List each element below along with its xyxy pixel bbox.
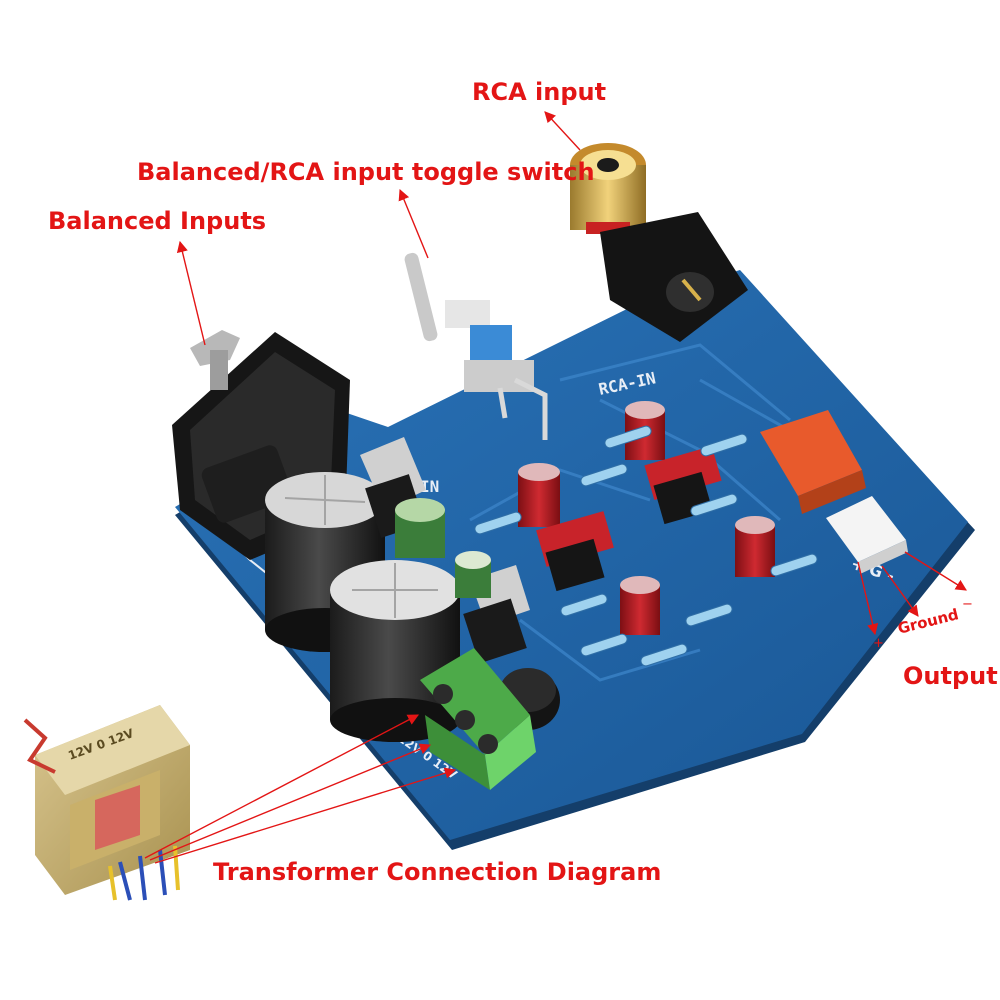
label-toggle-switch: Balanced/RCA input toggle switch	[137, 158, 595, 186]
label-plus: +	[873, 636, 884, 651]
power-terminal-block	[420, 648, 536, 790]
arrow-transformer-1	[144, 714, 419, 859]
small-capacitor-green-2	[455, 551, 491, 598]
label-output: Output	[903, 662, 998, 690]
audio-capacitor-1	[518, 463, 560, 527]
toggle-switch	[404, 252, 548, 440]
audio-capacitor-3	[735, 516, 775, 577]
transformer	[23, 705, 190, 901]
label-transformer-connection-diagram: Transformer Connection Diagram	[213, 858, 662, 886]
output-connector	[826, 496, 908, 574]
arrow-balanced-inputs	[176, 240, 206, 346]
resistors	[474, 425, 818, 667]
label-minus: −	[962, 597, 973, 612]
arrow-toggle-switch	[398, 188, 429, 259]
op-amp-chip-1	[536, 511, 614, 592]
audio-capacitor-4	[620, 576, 660, 635]
label-rca-input: RCA input	[472, 78, 607, 106]
callout-arrows	[144, 111, 967, 864]
relay	[760, 410, 866, 514]
arrow-rca-input	[544, 111, 581, 151]
board-silkscreen-in: IN	[420, 477, 439, 496]
arrow-output-ground	[881, 565, 919, 617]
small-capacitor-green-1	[395, 498, 445, 558]
filter-capacitor-2	[330, 560, 460, 742]
label-balanced-inputs: Balanced Inputs	[48, 207, 267, 235]
rca-jack	[570, 143, 748, 342]
arrow-transformer-3	[154, 767, 457, 864]
arrow-output-plus	[857, 561, 879, 636]
arrow-transformer-2	[149, 743, 432, 861]
arrow-output-minus	[904, 551, 967, 591]
